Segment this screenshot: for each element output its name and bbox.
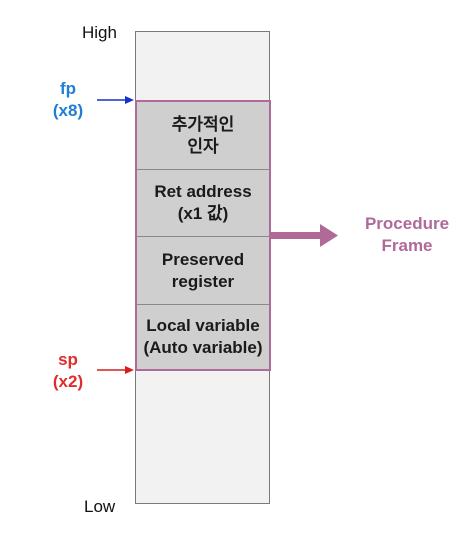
low-label: Low: [84, 497, 116, 516]
procedure-frame-arrow: [271, 224, 338, 247]
cell-local-variable: Local variable (Auto variable): [137, 304, 269, 369]
procedure-frame-label: Procedure Frame: [364, 214, 450, 255]
fp-label: fp (x8): [52, 79, 84, 120]
high-label: High: [82, 23, 117, 42]
cell-extra-arguments: 추가적인 인자: [171, 114, 235, 156]
procedure-frame-box: 추가적인 인자 Ret address (x1 값) Preserved reg…: [135, 100, 271, 371]
sp-label: sp (x2): [52, 350, 84, 391]
cell-return-address: Ret address (x1 값): [137, 169, 269, 236]
fp-arrow: [97, 96, 134, 104]
sp-arrow: [97, 366, 134, 374]
cell-preserved-register: Preserved register: [137, 236, 269, 304]
